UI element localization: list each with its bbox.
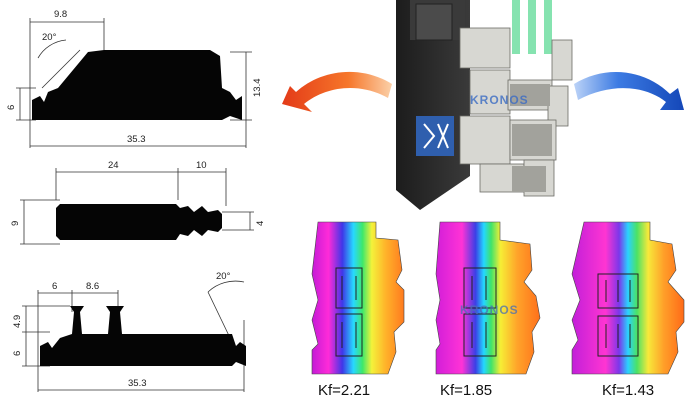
- profile-middle-dim-height-right: 4: [255, 221, 266, 226]
- profile-bottom-dim-height-upper: 4.9: [12, 315, 23, 328]
- window-mesh: [415, 3, 453, 41]
- profile-bottom-dim-width: 35.3: [128, 378, 147, 389]
- profile-middle-dimension-lines: [20, 168, 254, 245]
- thermal-sim-3-shape: [571, 221, 685, 375]
- thermal-sim-2: KRONOS Kf=1.85: [435, 221, 541, 399]
- profile-bottom-dim-top-mid: 8.6: [86, 281, 99, 292]
- thermal-sim-1-inner: [335, 267, 363, 357]
- thermal-sim-3-label: Kf=1.43: [602, 382, 654, 399]
- profile-bottom-shape: [40, 306, 246, 366]
- profile-top-dimension-lines: [16, 18, 252, 148]
- profile-middle-dim-right: 10: [196, 160, 207, 171]
- thermal-sim-2-inner: [463, 267, 497, 357]
- profile-top: 9.8 20° 6 13.4 35.3: [6, 9, 263, 148]
- thermal-breaks: [510, 84, 552, 192]
- brand-watermark-render: KRONOS: [470, 93, 529, 107]
- profile-top-dim-height-right: 13.4: [252, 79, 263, 98]
- profile-top-dim-top: 9.8: [54, 9, 67, 20]
- profile-bottom-dim-top-left: 6: [52, 281, 57, 292]
- profile-middle-shape: [56, 204, 222, 240]
- glass-panes: [512, 0, 552, 54]
- profile-top-dim-angle: 20°: [42, 32, 57, 43]
- profile-middle: 24 10 9 4: [10, 160, 266, 245]
- cold-arrow: [574, 71, 684, 110]
- thermal-sim-1: Kf=2.21: [311, 221, 405, 399]
- brand-logo-mark: [423, 123, 449, 149]
- thermal-sim-1-shape: [311, 221, 405, 375]
- profile-top-dim-width: 35.3: [127, 134, 146, 145]
- profile-top-dim-height-left: 6: [6, 105, 17, 110]
- thermal-sim-3-inner: [597, 273, 639, 357]
- brand-watermark-thermal: KRONOS: [460, 303, 519, 317]
- profile-middle-dim-left: 24: [108, 160, 119, 171]
- window-frame-back: [396, 0, 470, 210]
- window-section-render: KRONOS: [282, 0, 684, 210]
- profile-top-shape: [32, 50, 242, 120]
- profile-bottom-dim-angle: 20°: [216, 271, 231, 282]
- thermal-sim-2-label: Kf=1.85: [440, 382, 492, 399]
- profile-bottom-dim-height-lower: 6: [12, 351, 23, 356]
- thermal-sim-1-label: Kf=2.21: [318, 382, 370, 399]
- thermal-sim-2-shape: [435, 221, 541, 375]
- profile-bottom-dimension-lines: [22, 280, 245, 392]
- profile-bottom: 6 8.6 20° 4.9 6 35.3: [12, 271, 246, 392]
- thermal-sim-3: Kf=1.43: [571, 221, 685, 399]
- profile-middle-dim-height-left: 9: [10, 221, 21, 226]
- hot-arrow: [282, 71, 392, 112]
